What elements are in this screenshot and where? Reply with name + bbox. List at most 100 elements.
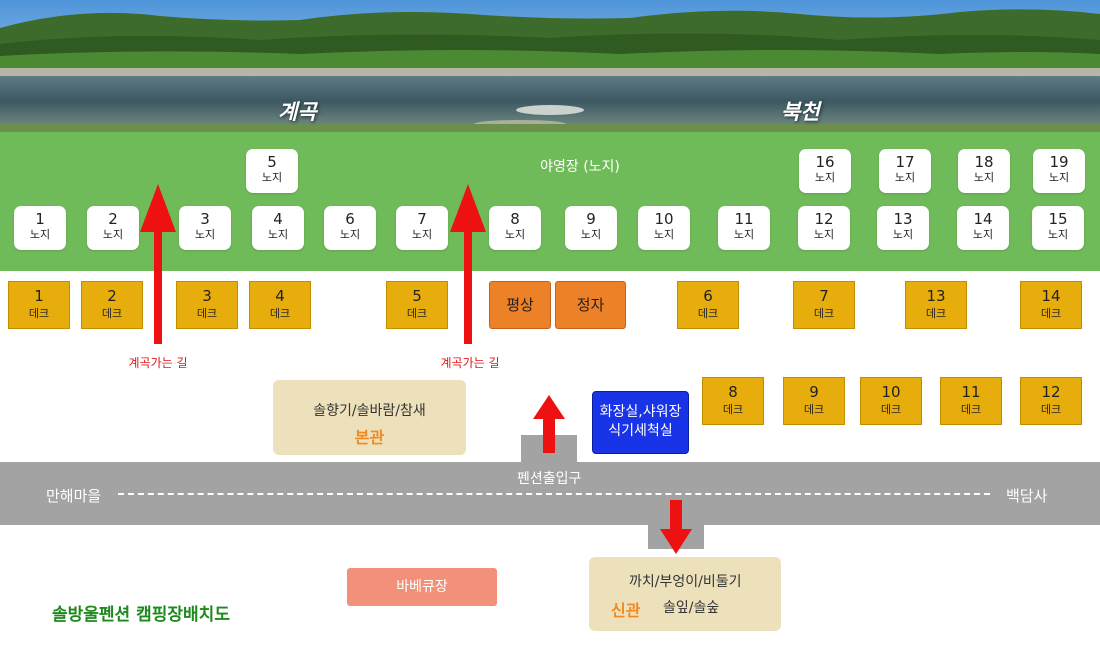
campsite-number: 11 [734,210,754,228]
campsite-type: 노지 [733,228,755,241]
campsite-type: 노지 [102,228,124,241]
campsite-number: 3 [200,210,210,228]
campsite-type: 노지 [1048,171,1070,184]
deck-type: 데크 [925,307,947,320]
deck-number: 7 [819,287,829,305]
valley-path-label: 계곡가는 길 [440,356,500,370]
campsite-type: 노지 [892,228,914,241]
dish-washing-label: 식기세척실 [608,423,673,439]
deck-number: 8 [728,383,738,401]
deck-number: 2 [107,287,117,305]
deck-number: 1 [34,287,44,305]
campsite-number: 19 [1049,153,1069,171]
toilet-shower-label: 화장실,샤워장 [599,404,682,420]
valley-path-arrow-icon [140,184,176,344]
deck-14[interactable]: 14 데크 [1020,281,1082,329]
campsite-type: 노지 [814,171,836,184]
deck-type: 데크 [1040,307,1062,320]
new-building-down-arrow-icon [660,500,692,554]
new-building-rooms-1: 까치/부엉이/비둘기 [629,574,742,590]
deck-6[interactable]: 6 데크 [677,281,739,329]
deck-number: 6 [703,287,713,305]
deck-number: 13 [926,287,946,305]
jeongja[interactable]: 정자 [555,281,626,329]
campsite-type: 노지 [504,228,526,241]
campsite-type: 노지 [411,228,433,241]
main-building[interactable]: 솔향기/솔바람/참새 본관 [273,380,466,455]
campsite-number: 12 [814,210,834,228]
bbq-area[interactable]: 바베큐장 [347,568,497,606]
new-building-name: 신관 [611,601,641,620]
pyeongsang[interactable]: 평상 [489,281,551,329]
campsite-type: 노지 [29,228,51,241]
deck-number: 4 [275,287,285,305]
pension-entrance-label: 펜션출입구 [517,471,582,487]
deck-type: 데크 [960,403,982,416]
campsite-type: 노지 [813,228,835,241]
campsite-number: 15 [1048,210,1068,228]
campsite-number: 10 [654,210,674,228]
entrance-up-arrow-icon [533,395,565,453]
road-label-manhae-village: 만해마을 [46,487,102,505]
deck-12[interactable]: 12 데크 [1020,377,1082,425]
deck-type: 데크 [697,307,719,320]
campsite-type: 노지 [580,228,602,241]
campsite-type: 노지 [339,228,361,241]
main-building-name: 본관 [354,428,385,447]
campsite-number: 7 [417,210,427,228]
river-label-valley: 계곡 [278,100,317,124]
valley-path-arrow-icon [450,184,486,344]
campsite-number: 1 [35,210,45,228]
deck-number: 9 [809,383,819,401]
deck-9[interactable]: 9 데크 [783,377,845,425]
campsite-number: 17 [895,153,915,171]
deck-type: 데크 [1040,403,1062,416]
toilet-shower-building[interactable]: 화장실,샤워장 식기세척실 [592,391,689,454]
campsite-number: 2 [108,210,118,228]
deck-type: 데크 [803,403,825,416]
valley-path-label: 계곡가는 길 [128,356,188,370]
deck-13[interactable]: 13 데크 [905,281,967,329]
campsite-type: 노지 [653,228,675,241]
campsite-number: 13 [893,210,913,228]
campsite-number: 9 [586,210,596,228]
river-scenery-banner [0,0,1100,132]
new-building[interactable]: 까치/부엉이/비둘기 신관 솔잎/솔숲 [589,557,781,631]
river-label-bukcheon: 북천 [781,100,820,124]
deck-type: 데크 [406,307,428,320]
campsite-type: 노지 [267,228,289,241]
campsite-number: 6 [345,210,355,228]
deck-number: 3 [202,287,212,305]
deck-number: 12 [1041,383,1061,401]
campsite-type: 노지 [894,171,916,184]
deck-number: 14 [1041,287,1061,305]
